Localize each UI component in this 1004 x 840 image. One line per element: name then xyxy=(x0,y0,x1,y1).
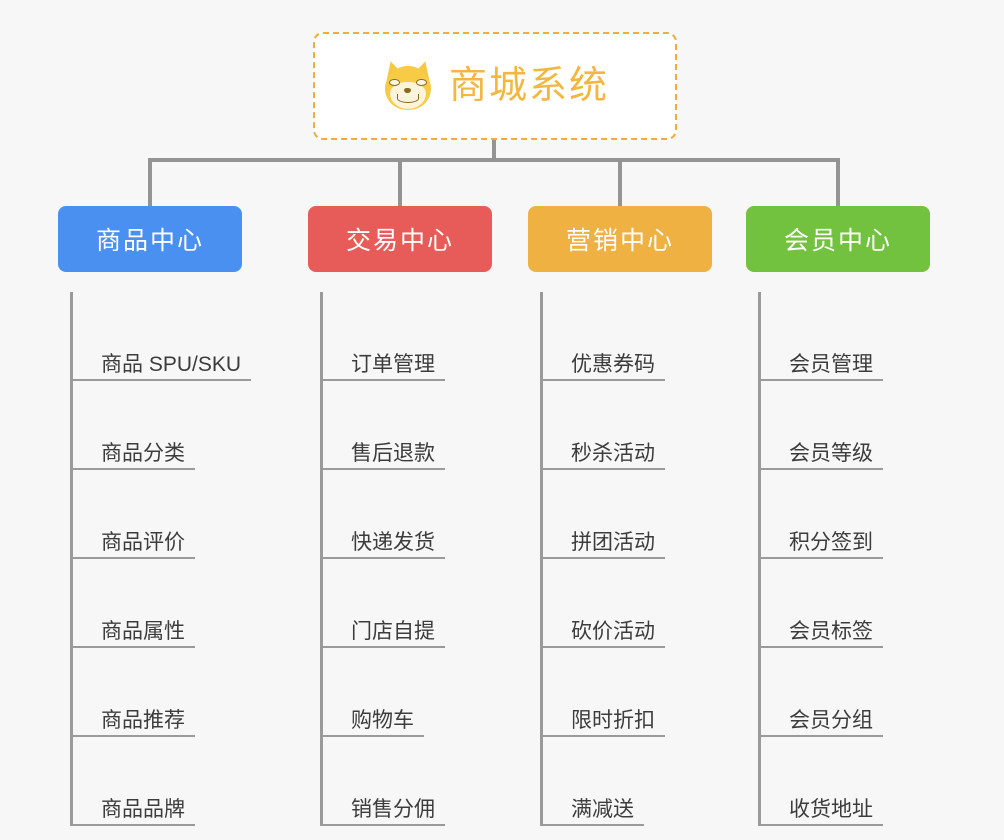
list-item-label: 秒杀活动 xyxy=(571,441,655,465)
branch-header-3[interactable]: 营销中心 xyxy=(528,206,712,272)
list-item[interactable]: 积分签到 xyxy=(761,470,930,559)
branch-leaf-list-4: 会员管理 会员等级 积分签到 会员标签 会员分组 收货地址 xyxy=(758,292,930,826)
list-item[interactable]: 会员分组 xyxy=(761,648,930,737)
list-item[interactable]: 快递发货 xyxy=(323,470,492,559)
list-item-label: 销售分佣 xyxy=(351,797,435,821)
branch-leaf-list-1: 商品 SPU/SKU 商品分类 商品评价 商品属性 商品推荐 商品品牌 xyxy=(70,292,251,826)
shiba-dog-face-icon xyxy=(381,58,435,112)
list-item-label: 商品 SPU/SKU xyxy=(101,352,242,376)
list-item[interactable]: 会员标签 xyxy=(761,559,930,648)
list-item[interactable]: 订单管理 xyxy=(323,292,492,381)
branch-leaf-list-3: 优惠券码 秒杀活动 拼团活动 砍价活动 限时折扣 满减送 xyxy=(540,292,712,826)
branch-header-label: 交易中心 xyxy=(345,227,454,255)
list-item-label: 商品分类 xyxy=(101,441,185,465)
branch-header-label: 商品中心 xyxy=(95,227,204,255)
list-item[interactable]: 销售分佣 xyxy=(323,737,492,826)
connector-horizontal-bus xyxy=(148,158,840,162)
list-item[interactable]: 砍价活动 xyxy=(543,559,712,648)
root-node-label: 商城系统 xyxy=(448,65,609,107)
list-item-label: 限时折扣 xyxy=(571,708,655,732)
branch-header-label: 营销中心 xyxy=(565,227,674,255)
connector-drop-2 xyxy=(398,158,402,206)
list-item-label: 积分签到 xyxy=(789,530,873,554)
list-item[interactable]: 商品推荐 xyxy=(73,648,242,737)
list-item-label: 收货地址 xyxy=(789,797,873,821)
list-item[interactable]: 商品属性 xyxy=(73,559,242,648)
list-item-label: 购物车 xyxy=(351,708,414,732)
list-item-label: 商品推荐 xyxy=(101,708,185,732)
list-item-label: 会员管理 xyxy=(789,352,873,376)
list-item-label: 商品属性 xyxy=(101,619,185,643)
branch-column-4: 会员中心 会员管理 会员等级 积分签到 会员标签 会员分组 xyxy=(746,206,930,826)
list-item[interactable]: 售后退款 xyxy=(323,381,492,470)
list-item-label: 商品评价 xyxy=(101,530,185,554)
branch-header-2[interactable]: 交易中心 xyxy=(308,206,492,272)
list-item-label: 会员等级 xyxy=(789,441,873,465)
list-item[interactable]: 商品分类 xyxy=(73,381,242,470)
list-item-label: 订单管理 xyxy=(351,352,435,376)
branch-column-3: 营销中心 优惠券码 秒杀活动 拼团活动 砍价活动 限时折扣 xyxy=(528,206,712,826)
list-item-label: 优惠券码 xyxy=(571,352,655,376)
list-item[interactable]: 会员等级 xyxy=(761,381,930,470)
root-node[interactable]: 商城系统 xyxy=(313,32,677,140)
connector-drop-1 xyxy=(148,158,152,206)
connector-drop-4 xyxy=(836,158,840,206)
list-item[interactable]: 购物车 xyxy=(323,648,492,737)
list-item[interactable]: 拼团活动 xyxy=(543,470,712,559)
list-item-label: 门店自提 xyxy=(351,619,435,643)
list-item-label: 售后退款 xyxy=(351,441,435,465)
branch-header-label: 会员中心 xyxy=(783,227,892,255)
list-item[interactable]: 满减送 xyxy=(543,737,712,826)
connector-root-stem xyxy=(492,140,496,162)
list-item-label: 会员分组 xyxy=(789,708,873,732)
list-item[interactable]: 收货地址 xyxy=(761,737,930,826)
list-item[interactable]: 商品 SPU/SKU xyxy=(73,292,251,381)
list-item[interactable]: 秒杀活动 xyxy=(543,381,712,470)
list-item[interactable]: 优惠券码 xyxy=(543,292,712,381)
branch-header-1[interactable]: 商品中心 xyxy=(58,206,242,272)
list-item[interactable]: 商品品牌 xyxy=(73,737,242,826)
list-item[interactable]: 商品评价 xyxy=(73,470,242,559)
list-item-label: 拼团活动 xyxy=(571,530,655,554)
branch-column-2: 交易中心 订单管理 售后退款 快递发货 门店自提 购物车 xyxy=(308,206,492,826)
list-item[interactable]: 门店自提 xyxy=(323,559,492,648)
connector-drop-3 xyxy=(618,158,622,206)
list-item-label: 商品品牌 xyxy=(101,797,185,821)
list-item[interactable]: 限时折扣 xyxy=(543,648,712,737)
list-item-label: 会员标签 xyxy=(789,619,873,643)
list-item-label: 满减送 xyxy=(571,797,634,821)
branch-column-1: 商品中心 商品 SPU/SKU 商品分类 商品评价 商品属性 商品推荐 xyxy=(58,206,251,826)
list-item-label: 快递发货 xyxy=(351,530,435,554)
branch-header-4[interactable]: 会员中心 xyxy=(746,206,930,272)
branch-leaf-list-2: 订单管理 售后退款 快递发货 门店自提 购物车 销售分佣 xyxy=(320,292,492,826)
list-item[interactable]: 会员管理 xyxy=(761,292,930,381)
list-item-label: 砍价活动 xyxy=(571,619,655,643)
